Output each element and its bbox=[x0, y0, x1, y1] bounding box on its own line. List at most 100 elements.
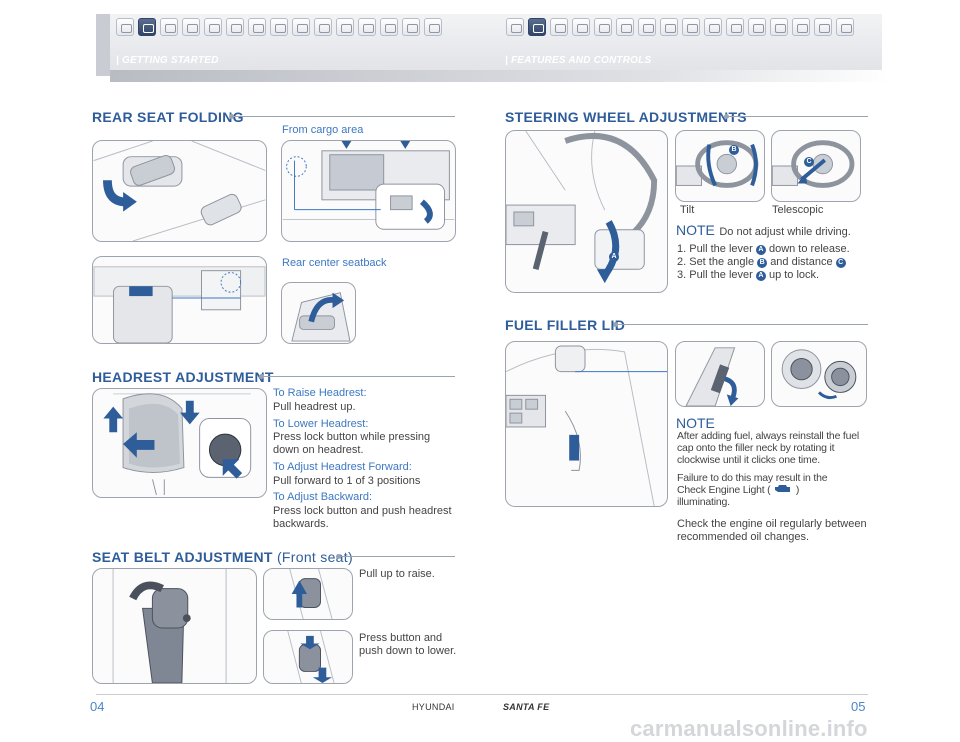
check-engine-icon bbox=[773, 484, 793, 494]
gauge-icon[interactable] bbox=[270, 18, 288, 36]
steering-note-text: Do not adjust while driving. bbox=[719, 226, 851, 238]
cargo-area-label: From cargo area bbox=[282, 124, 364, 136]
seat-belt-subtitle: (Front seat) bbox=[276, 549, 353, 565]
fuel-note-2-text-b: ) illuminating. bbox=[677, 484, 800, 508]
steering-lever-illustration: A bbox=[505, 130, 668, 293]
monitor-icon[interactable] bbox=[748, 18, 766, 36]
fuel-cap-illustration bbox=[771, 341, 867, 407]
step-3-text-a: 3. Pull the lever bbox=[677, 269, 753, 281]
footer-model: SANTA FE bbox=[503, 702, 550, 712]
door-icon[interactable] bbox=[770, 18, 788, 36]
step-1-text-a: 1. Pull the lever bbox=[677, 243, 753, 255]
step-2-text-a: 2. Set the angle bbox=[677, 256, 755, 268]
car-side-icon[interactable] bbox=[226, 18, 244, 36]
headrest-title: HEADREST ADJUSTMENT bbox=[92, 369, 274, 385]
seat-icon[interactable] bbox=[160, 18, 178, 36]
fuel-note-3: Check the engine oil regularly between r… bbox=[677, 518, 867, 543]
lamp-icon[interactable] bbox=[638, 18, 656, 36]
fuel-note-2: Failure to do this may result in the Che… bbox=[677, 472, 837, 508]
seat-belt-title: SEAT BELT ADJUSTMENT (Front seat) bbox=[92, 549, 353, 565]
center-seatback-label: Rear center seatback bbox=[282, 257, 387, 269]
section-tab-getting-started[interactable]: GETTING STARTED bbox=[116, 55, 219, 66]
center-seatback-illustration bbox=[92, 256, 267, 344]
badge-a: A bbox=[755, 245, 766, 255]
badge-a: A bbox=[755, 271, 766, 281]
door-panel-illustration bbox=[505, 341, 668, 507]
phone-icon[interactable] bbox=[336, 18, 354, 36]
steering-step-3: 3. Pull the lever A up to lock. bbox=[677, 269, 819, 282]
steering-step-1: 1. Pull the lever A down to release. bbox=[677, 243, 850, 256]
telescopic-label: Telescopic bbox=[772, 204, 824, 216]
bluetooth-icon[interactable] bbox=[314, 18, 332, 36]
fuel-note-2-text-a: Failure to do this may result in the Che… bbox=[677, 472, 828, 496]
belt-raise-text: Pull up to raise. bbox=[359, 568, 435, 580]
map-icon[interactable] bbox=[814, 18, 832, 36]
section-tab-features-controls[interactable]: FEATURES AND CONTROLS bbox=[505, 55, 651, 66]
headrest-item-1-heading: To Raise Headrest: bbox=[273, 387, 367, 399]
key-icon[interactable] bbox=[138, 18, 156, 36]
section-rule bbox=[259, 374, 455, 379]
belt-lower-illustration bbox=[263, 630, 353, 684]
badge-b: B bbox=[757, 258, 768, 268]
pencil-icon[interactable] bbox=[116, 18, 134, 36]
step-2-text-b: and distance bbox=[770, 256, 833, 268]
fuel-filler-title: FUEL FILLER LID bbox=[505, 317, 626, 333]
headrest-item-3-body: Pull forward to 1 of 3 positions bbox=[273, 475, 421, 487]
section-icon-row-right bbox=[506, 18, 854, 40]
bluetooth-icon[interactable] bbox=[704, 18, 722, 36]
badge-a: A bbox=[609, 252, 619, 262]
key-fob-icon[interactable] bbox=[292, 18, 310, 36]
headrest-item-2-heading: To Lower Headrest: bbox=[273, 418, 369, 430]
header-band bbox=[110, 70, 890, 82]
home-icon[interactable] bbox=[594, 18, 612, 36]
steering-title: STEERING WHEEL ADJUSTMENTS bbox=[505, 109, 747, 125]
badge-c: C bbox=[835, 258, 846, 268]
wiper-icon[interactable] bbox=[182, 18, 200, 36]
seatback-strap-illustration bbox=[281, 282, 356, 344]
seat-lever-illustration bbox=[92, 140, 267, 242]
pencil-icon[interactable] bbox=[506, 18, 524, 36]
page-number-left: 04 bbox=[90, 699, 105, 714]
steering-note: NOTE Do not adjust while driving. bbox=[676, 222, 851, 240]
telescopic-illustration: C bbox=[771, 130, 861, 202]
seat-belt-title-text: SEAT BELT ADJUSTMENT bbox=[92, 549, 273, 565]
fuel-note-1: After adding fuel, always reinstall the … bbox=[677, 430, 860, 466]
headrest-item-4-body: Press lock button and push headrest back… bbox=[273, 505, 452, 530]
rear-seat-title: REAR SEAT FOLDING bbox=[92, 109, 244, 125]
section-rule bbox=[336, 554, 455, 559]
phone-icon[interactable] bbox=[726, 18, 744, 36]
badge-b: B bbox=[729, 145, 739, 155]
steering-step-2: 2. Set the angle B and distance C bbox=[677, 256, 846, 269]
page-number-right: 05 bbox=[851, 699, 866, 714]
display-icon[interactable] bbox=[424, 18, 442, 36]
display-icon[interactable] bbox=[836, 18, 854, 36]
seat-icon[interactable] bbox=[550, 18, 568, 36]
tire-icon[interactable] bbox=[402, 18, 420, 36]
steering-icon[interactable] bbox=[528, 18, 546, 36]
watermark: carmanualsonline.info bbox=[630, 716, 868, 741]
step-1-text-b: down to release. bbox=[768, 243, 850, 255]
header-left-cap bbox=[96, 14, 110, 76]
car-icon[interactable] bbox=[616, 18, 634, 36]
lamp-icon[interactable] bbox=[248, 18, 266, 36]
footer-make: HYUNDAI bbox=[412, 702, 455, 712]
belt-lower-text: Press button and push down to lower. bbox=[359, 632, 457, 657]
door-icon[interactable] bbox=[380, 18, 398, 36]
headrest-item-1-body: Pull headrest up. bbox=[273, 401, 356, 413]
belt-raise-illustration bbox=[263, 568, 353, 620]
tilt-label: Tilt bbox=[680, 204, 695, 216]
key-fob-icon[interactable] bbox=[682, 18, 700, 36]
badge-c: C bbox=[804, 157, 814, 167]
car-icon[interactable] bbox=[204, 18, 222, 36]
headrest-item-3-heading: To Adjust Headrest Forward: bbox=[273, 461, 412, 473]
person-icon[interactable] bbox=[792, 18, 810, 36]
steering-note-word: NOTE bbox=[676, 222, 715, 238]
mirror-icon[interactable] bbox=[572, 18, 590, 36]
gauge-icon[interactable] bbox=[660, 18, 678, 36]
section-rule bbox=[724, 114, 868, 119]
monitor-icon[interactable] bbox=[358, 18, 376, 36]
section-rule bbox=[229, 114, 455, 119]
fuel-lid-lever-illustration bbox=[675, 341, 765, 407]
step-3-text-b: up to lock. bbox=[768, 269, 820, 281]
seat-belt-illustration bbox=[92, 568, 257, 684]
